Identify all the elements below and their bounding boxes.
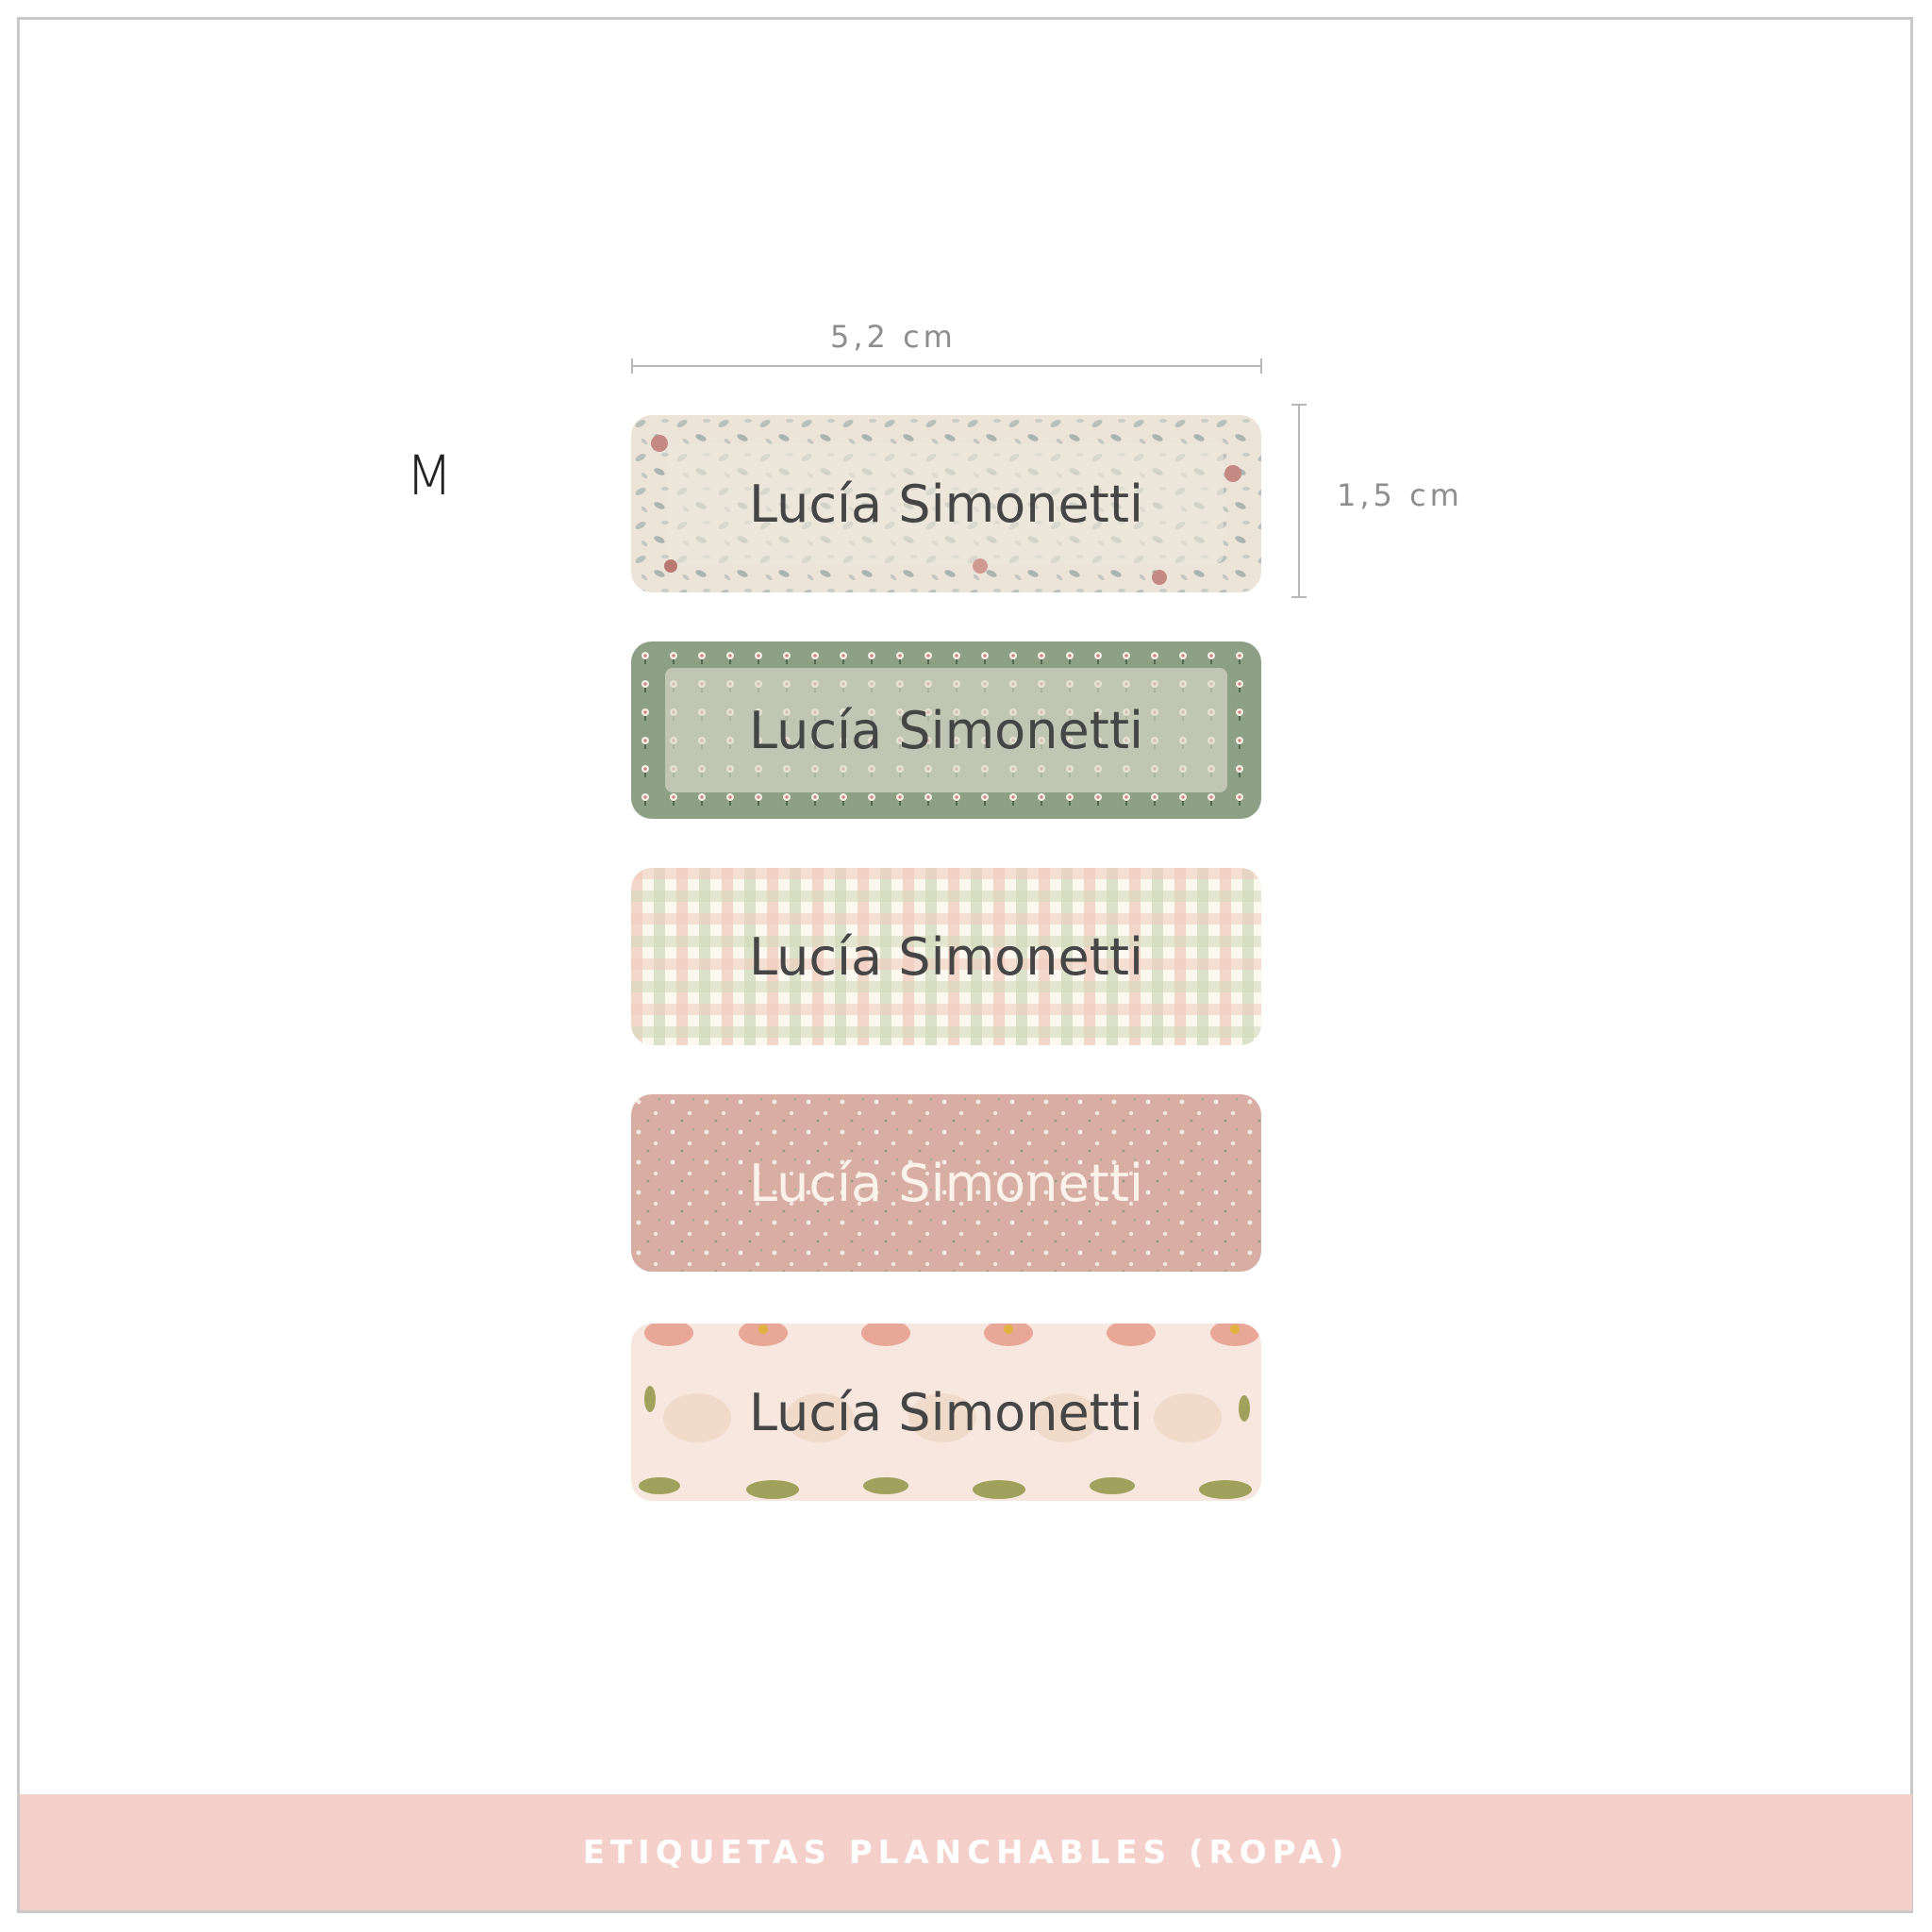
label-name-text: Lucía Simonetti <box>748 1153 1144 1213</box>
height-dimension-label: 1,5 cm <box>1337 477 1463 513</box>
name-label-pink: Lucía Simonetti <box>631 1094 1261 1272</box>
label-name-text: Lucía Simonetti <box>748 700 1144 760</box>
height-dimension-cap-bottom <box>1291 596 1307 598</box>
label-name-text: Lucía Simonetti <box>748 926 1144 987</box>
gingham-pattern <box>631 868 1261 1045</box>
size-letter: M <box>406 443 454 508</box>
height-dimension-line <box>1298 404 1300 598</box>
width-dimension-cap-right <box>1260 358 1262 374</box>
name-label-green: Lucía Simonetti <box>631 641 1261 819</box>
vintage-daisies-pattern <box>631 1324 1261 1501</box>
name-label-daisies: Lucía Simonetti <box>631 1324 1261 1501</box>
pink-ditsy-pattern <box>631 1094 1261 1272</box>
height-dimension-cap-top <box>1291 404 1307 406</box>
width-dimension-cap-left <box>631 358 633 374</box>
floral-leaves-pattern <box>631 415 1261 592</box>
name-label-gingham: Lucía Simonetti <box>631 868 1261 1045</box>
green-flowers-pattern <box>631 641 1261 819</box>
name-label-floral: Lucía Simonetti <box>631 415 1261 592</box>
width-dimension-label: 5,2 cm <box>830 319 957 355</box>
label-name-text: Lucía Simonetti <box>748 1382 1144 1442</box>
width-dimension-line <box>632 365 1262 367</box>
footer-title: ETIQUETAS PLANCHABLES (ROPA) <box>582 1833 1350 1872</box>
footer-bar: ETIQUETAS PLANCHABLES (ROPA) <box>20 1794 1912 1910</box>
label-name-text: Lucía Simonetti <box>748 474 1144 534</box>
